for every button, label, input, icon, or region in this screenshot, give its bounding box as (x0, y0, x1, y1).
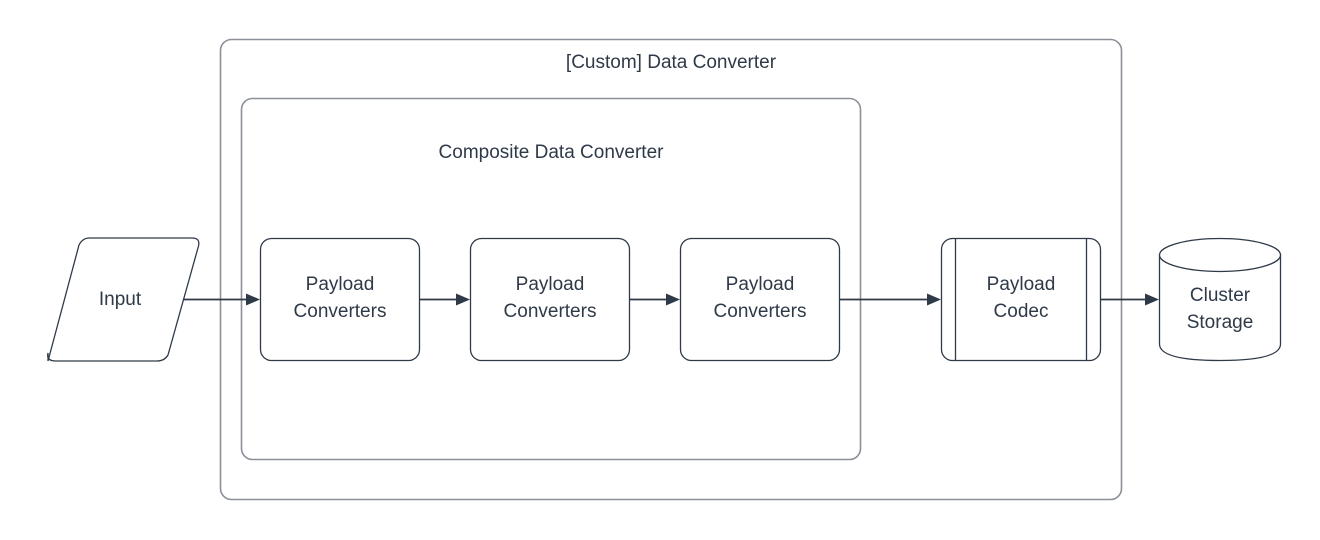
node-payload-codec[interactable]: Payload Codec (940, 237, 1102, 362)
edge-payload-codec-to-cluster-storage-arrowhead (1145, 293, 1159, 306)
node-payload-codec-shape[interactable] (940, 237, 1102, 362)
node-cluster-storage[interactable]: Cluster Storage (1158, 237, 1282, 362)
edge-input-to-payload-converters-1-arrowhead (246, 293, 260, 306)
node-payload-converters-1[interactable]: Payload Converters (259, 237, 421, 362)
edge-payload-converters-2-to-3 (630, 293, 680, 306)
node-cluster-storage-top (1158, 237, 1282, 273)
node-payload-converters-1-label-line1: Payload (306, 274, 375, 295)
node-payload-converters-1-label-line2: Converters (294, 301, 387, 322)
edge-input-to-payload-converters-1 (183, 293, 260, 306)
node-payload-converters-2[interactable]: Payload Converters (469, 237, 631, 362)
edge-payload-converters-1-to-2-arrowhead (456, 293, 470, 306)
edge-payload-converters-2-to-3-arrowhead (666, 293, 680, 306)
node-payload-converters-3-label-line1: Payload (726, 274, 795, 295)
node-payload-converters-2-label-line1: Payload (516, 274, 585, 295)
edge-payload-codec-to-cluster-storage (1101, 293, 1159, 306)
node-payload-converters-3[interactable]: Payload Converters (679, 237, 841, 362)
node-payload-converters-1-shape[interactable] (259, 237, 421, 362)
node-payload-codec-label-line2: Codec (994, 301, 1049, 322)
node-cluster-storage-body[interactable] (1158, 254, 1282, 362)
container-composite-data-converter-label: Composite Data Converter (439, 142, 665, 163)
edge-payload-converters-1-to-2 (420, 293, 470, 306)
node-input-shape[interactable] (47, 237, 200, 362)
node-payload-converters-3-shape[interactable] (679, 237, 841, 362)
node-payload-converters-3-label-line2: Converters (714, 301, 807, 322)
edge-payload-converters-3-to-payload-codec-arrowhead (927, 293, 941, 306)
node-cluster-storage-label-line1: Cluster (1190, 285, 1251, 306)
node-payload-converters-2-shape[interactable] (469, 237, 631, 362)
node-input-label: Input (99, 289, 142, 310)
node-payload-converters-2-label-line2: Converters (504, 301, 597, 322)
container-custom-data-converter-label: [Custom] Data Converter (566, 52, 777, 73)
edge-payload-converters-3-to-payload-codec (840, 293, 941, 306)
node-cluster-storage-label-line2: Storage (1187, 312, 1254, 333)
node-input[interactable]: Input (47, 237, 200, 362)
node-payload-codec-label-line1: Payload (987, 274, 1056, 295)
